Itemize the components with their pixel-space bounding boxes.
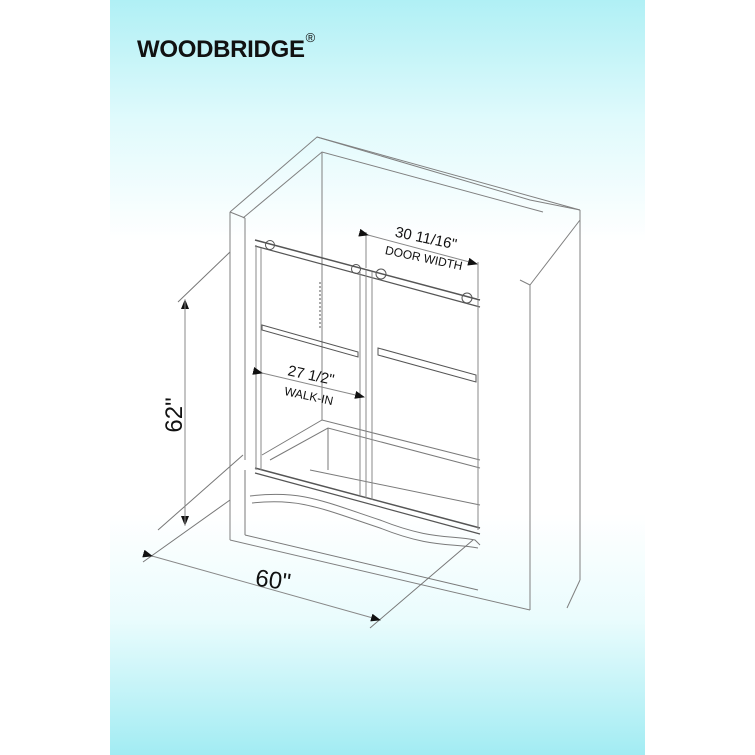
height-dimension: 62"	[157, 251, 244, 531]
brand-name: WOODBRIDGE	[137, 36, 305, 63]
walk-in-label: WALK-IN	[283, 384, 334, 408]
height-label: 62"	[161, 397, 188, 432]
width-label: 60"	[254, 565, 293, 597]
width-dimension: 60"	[142, 499, 474, 629]
door-width-dimension: 30 11/16" DOOR WIDTH	[358, 224, 479, 298]
background-panel	[110, 0, 645, 755]
bathtub	[244, 419, 481, 591]
walk-in-dimension: 27 1/2" WALK-IN	[252, 362, 365, 408]
alcove-walls	[229, 136, 581, 611]
registered-mark: ®	[305, 30, 316, 45]
sliding-doors	[254, 239, 481, 535]
brand-logo: WOODBRIDGE®	[137, 30, 315, 64]
